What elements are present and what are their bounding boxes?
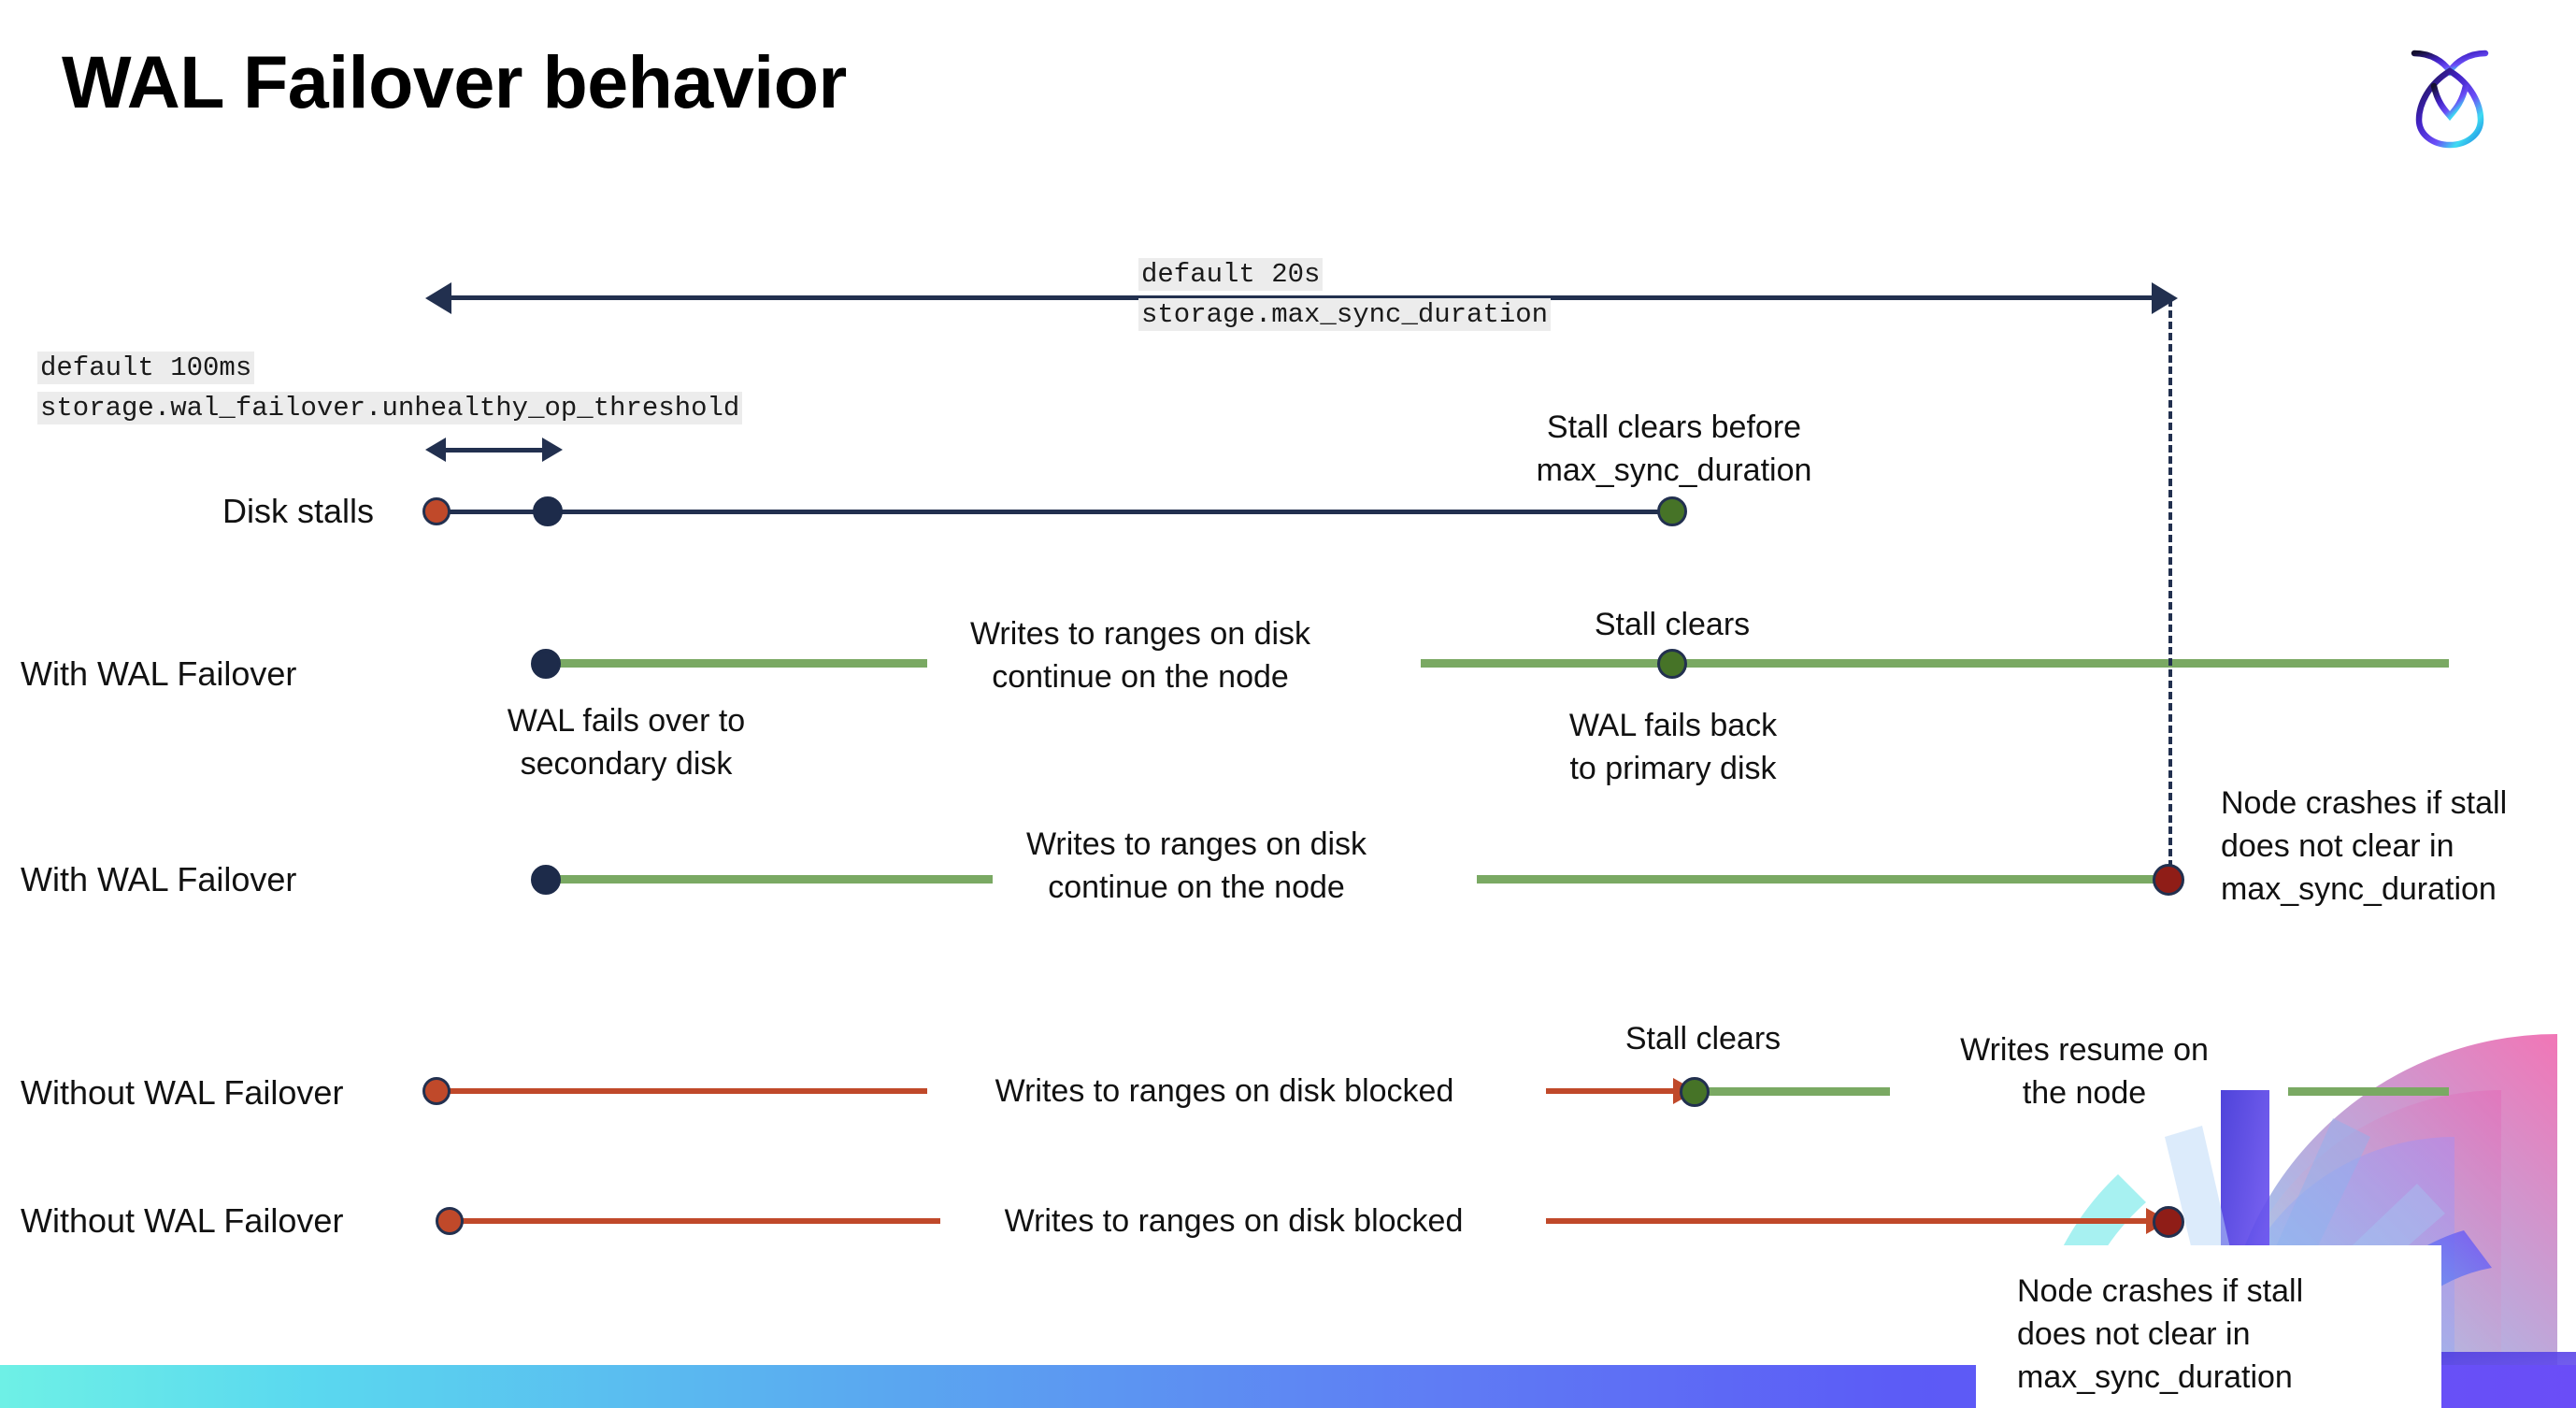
row-label-with-wal-failover-2: With WAL Failover <box>21 860 297 898</box>
wal-failover-2-start-dot <box>531 865 561 895</box>
without-wal-2-crash-dot <box>2153 1206 2184 1238</box>
disk-stalls-line <box>439 510 1673 514</box>
wal-failover-1-start-dot <box>531 649 561 679</box>
unhealthy-op-threshold-default: default 100ms <box>37 352 255 384</box>
without-wal-2-blocked-segment-a <box>454 1218 940 1224</box>
wal-failover-1-clear-annotation: Stall clears <box>1594 607 1751 642</box>
wal-failover-1-failback-annotation: WAL fails back to primary disk <box>1568 708 1778 786</box>
without-wal-1-resume-annotation: Writes resume on the node <box>1960 1032 2209 1111</box>
without-wal-1-resume-segment-far <box>2288 1087 2449 1096</box>
without-wal-1-resume-segment <box>1707 1087 1890 1096</box>
without-wal-2-mid-annotation: Writes to ranges on disk blocked <box>1004 1203 1464 1239</box>
max-sync-duration-name: storage.max_sync_duration <box>1138 298 1552 331</box>
without-wal-1-start-dot <box>422 1077 451 1105</box>
max-sync-duration-setting: default 20s storage.max_sync_duration <box>1138 254 1552 335</box>
row-label-disk-stalls: Disk stalls <box>222 492 375 530</box>
disk-stall-failover-dot <box>533 496 563 526</box>
without-wal-2-blocked-segment-b <box>1546 1218 2150 1224</box>
max-sync-duration-dashed-guide <box>2168 299 2172 879</box>
wal-failover-1-segment-a <box>553 659 927 668</box>
wal-failover-2-segment-a <box>553 875 993 884</box>
wal-failover-1-mid-annotation: Writes to ranges on disk continue on the… <box>969 616 1311 695</box>
wal-failover-2-mid-annotation: Writes to ranges on disk continue on the… <box>1025 826 1367 905</box>
wal-failover-2-crash-annotation: Node crashes if stall does not clear in … <box>2221 785 2508 907</box>
unhealthy-op-threshold-name: storage.wal_failover.unhealthy_op_thresh… <box>37 392 743 424</box>
max-sync-duration-default: default 20s <box>1138 258 1324 291</box>
cockroachdb-logo-icon <box>2380 30 2520 161</box>
without-wal-1-blocked-segment-b <box>1546 1088 1677 1094</box>
wal-failover-1-start-annotation: WAL fails over to secondary disk <box>507 703 746 782</box>
without-wal-1-blocked-segment-a <box>441 1088 927 1094</box>
max-sync-arrow-left-head <box>425 282 451 314</box>
without-wal-1-clear-annotation: Stall clears <box>1624 1021 1782 1056</box>
without-wal-1-mid-annotation: Writes to ranges on disk blocked <box>995 1073 1454 1109</box>
max-sync-arrow-right-head <box>2152 282 2178 314</box>
threshold-arrow-left-head <box>425 438 446 462</box>
page-title: WAL Failover behavior <box>62 40 847 123</box>
threshold-arrow-right-head <box>542 438 563 462</box>
disk-stall-clear-dot <box>1657 496 1687 526</box>
wal-failover-2-segment-b <box>1477 875 2168 884</box>
without-wal-1-clear-dot <box>1680 1077 1710 1107</box>
disk-stall-clear-annotation: Stall clears before max_sync_duration <box>1536 409 1812 488</box>
threshold-arrow-line <box>443 448 544 453</box>
row-label-without-wal-failover-2: Without WAL Failover <box>21 1201 344 1240</box>
max-sync-arrow-line <box>451 295 2154 300</box>
without-wal-2-start-dot <box>436 1207 464 1235</box>
wal-failover-2-crash-dot <box>2153 864 2184 896</box>
wal-failover-1-segment-b <box>1421 659 2449 668</box>
disk-stall-start-dot <box>422 497 451 525</box>
row-label-with-wal-failover-1: With WAL Failover <box>21 654 297 693</box>
wal-failover-1-clear-dot <box>1657 649 1687 679</box>
unhealthy-op-threshold-setting: default 100ms storage.wal_failover.unhea… <box>37 348 743 428</box>
without-wal-2-crash-annotation: Node crashes if stall does not clear in … <box>2017 1273 2304 1395</box>
row-label-without-wal-failover-1: Without WAL Failover <box>21 1073 344 1112</box>
